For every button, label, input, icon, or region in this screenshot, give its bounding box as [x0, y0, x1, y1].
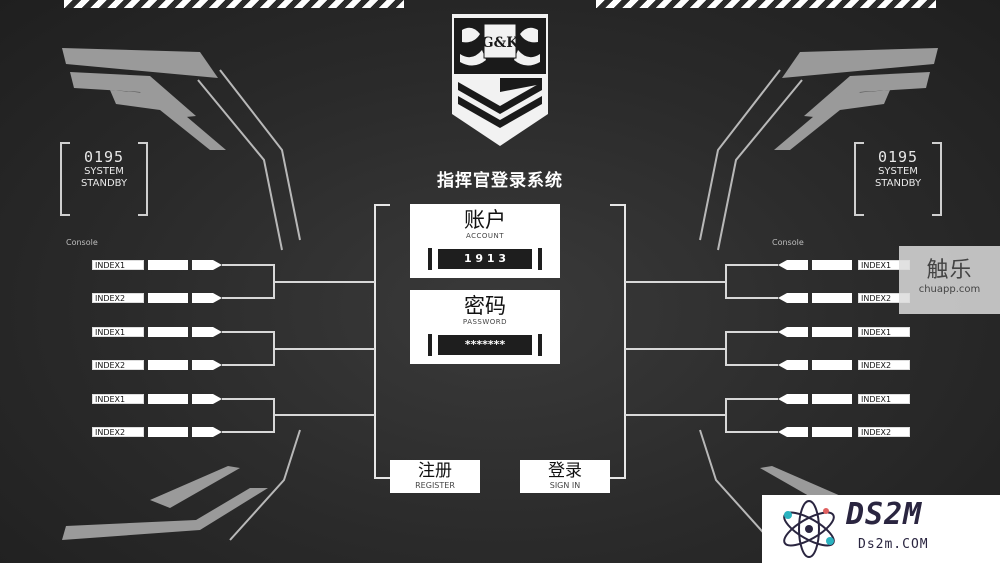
- right-index-3[interactable]: INDEX1: [858, 327, 910, 337]
- right-slot-1: [812, 260, 852, 270]
- left-slot-1: [148, 260, 188, 270]
- right-index-4[interactable]: INDEX2: [858, 360, 910, 370]
- status-number: 0195: [877, 148, 919, 166]
- bracket-left: [854, 142, 864, 216]
- right-status-box: 0195 SYSTEM STANDBY: [854, 142, 942, 216]
- left-connector-3: [192, 327, 222, 337]
- register-label: 注册: [418, 461, 452, 481]
- ds2m-watermark: DS2M Ds2m.COM: [762, 495, 1000, 563]
- system-title: 指挥官登录系统: [437, 171, 563, 191]
- right-slot-6: [812, 427, 852, 437]
- status-line2: STANDBY: [80, 178, 128, 189]
- left-index-3[interactable]: INDEX1: [92, 327, 144, 337]
- top-left-hazard-stripe: [64, 0, 404, 8]
- right-slot-2: [812, 293, 852, 303]
- left-connector-5: [192, 394, 222, 404]
- field-bar-left: [428, 248, 432, 270]
- chuapp-name: 触乐: [926, 258, 973, 283]
- status-line1: SYSTEM: [878, 166, 918, 177]
- left-status-box: 0195 SYSTEM STANDBY: [60, 142, 148, 216]
- register-label-en: REGISTER: [415, 481, 455, 490]
- left-slot-5: [148, 394, 188, 404]
- left-index-6[interactable]: INDEX2: [92, 427, 144, 437]
- password-input[interactable]: *******: [438, 335, 532, 355]
- signin-label: 登录: [548, 461, 582, 481]
- left-connector-2: [192, 293, 222, 303]
- password-card: 密码 PASSWORD *******: [410, 290, 560, 364]
- left-connector-4: [192, 360, 222, 370]
- status-line1: SYSTEM: [84, 166, 124, 177]
- bracket-right: [138, 142, 148, 216]
- right-console-label: Console: [772, 238, 804, 247]
- chuapp-url: chuapp.com: [918, 284, 981, 295]
- left-connector-1: [192, 260, 222, 270]
- password-label: 密码: [464, 294, 506, 318]
- account-card: 账户 ACCOUNT 1 9 1 3: [410, 204, 560, 278]
- left-index-5[interactable]: INDEX1: [92, 394, 144, 404]
- right-slot-3: [812, 327, 852, 337]
- left-slot-6: [148, 427, 188, 437]
- right-index-5[interactable]: INDEX1: [858, 394, 910, 404]
- field-bar-left: [428, 334, 432, 356]
- chuapp-watermark: 触乐 chuapp.com: [899, 246, 1000, 314]
- signin-label-en: SIGN IN: [549, 481, 581, 490]
- left-console-label: Console: [66, 238, 98, 247]
- atom-icon: [783, 500, 835, 558]
- bracket-right: [932, 142, 942, 216]
- status-number: 0195: [83, 148, 125, 166]
- register-button[interactable]: 注册 REGISTER: [390, 460, 480, 493]
- left-slot-2: [148, 293, 188, 303]
- left-connector-6: [192, 427, 222, 437]
- status-line2: STANDBY: [874, 178, 922, 189]
- account-input[interactable]: 1 9 1 3: [438, 249, 532, 269]
- signin-button[interactable]: 登录 SIGN IN: [520, 460, 610, 493]
- logo-text: G&K: [482, 35, 520, 51]
- left-index-2[interactable]: INDEX2: [92, 293, 144, 303]
- gk-logo: G&K: [448, 14, 552, 146]
- right-slot-4: [812, 360, 852, 370]
- left-index-1[interactable]: INDEX1: [92, 260, 144, 270]
- right-slot-5: [812, 394, 852, 404]
- ds2m-url: Ds2m.COM: [858, 537, 929, 552]
- field-bar-right: [538, 248, 542, 270]
- left-slot-4: [148, 360, 188, 370]
- left-slot-3: [148, 327, 188, 337]
- account-label-en: ACCOUNT: [465, 232, 505, 240]
- top-right-hazard-stripe: [596, 0, 936, 8]
- field-bar-right: [538, 334, 542, 356]
- bracket-left: [60, 142, 70, 216]
- password-label-en: PASSWORD: [462, 318, 508, 326]
- left-index-4[interactable]: INDEX2: [92, 360, 144, 370]
- right-index-6[interactable]: INDEX2: [858, 427, 910, 437]
- account-label: 账户: [464, 208, 506, 232]
- ds2m-name: DS2M: [846, 497, 923, 532]
